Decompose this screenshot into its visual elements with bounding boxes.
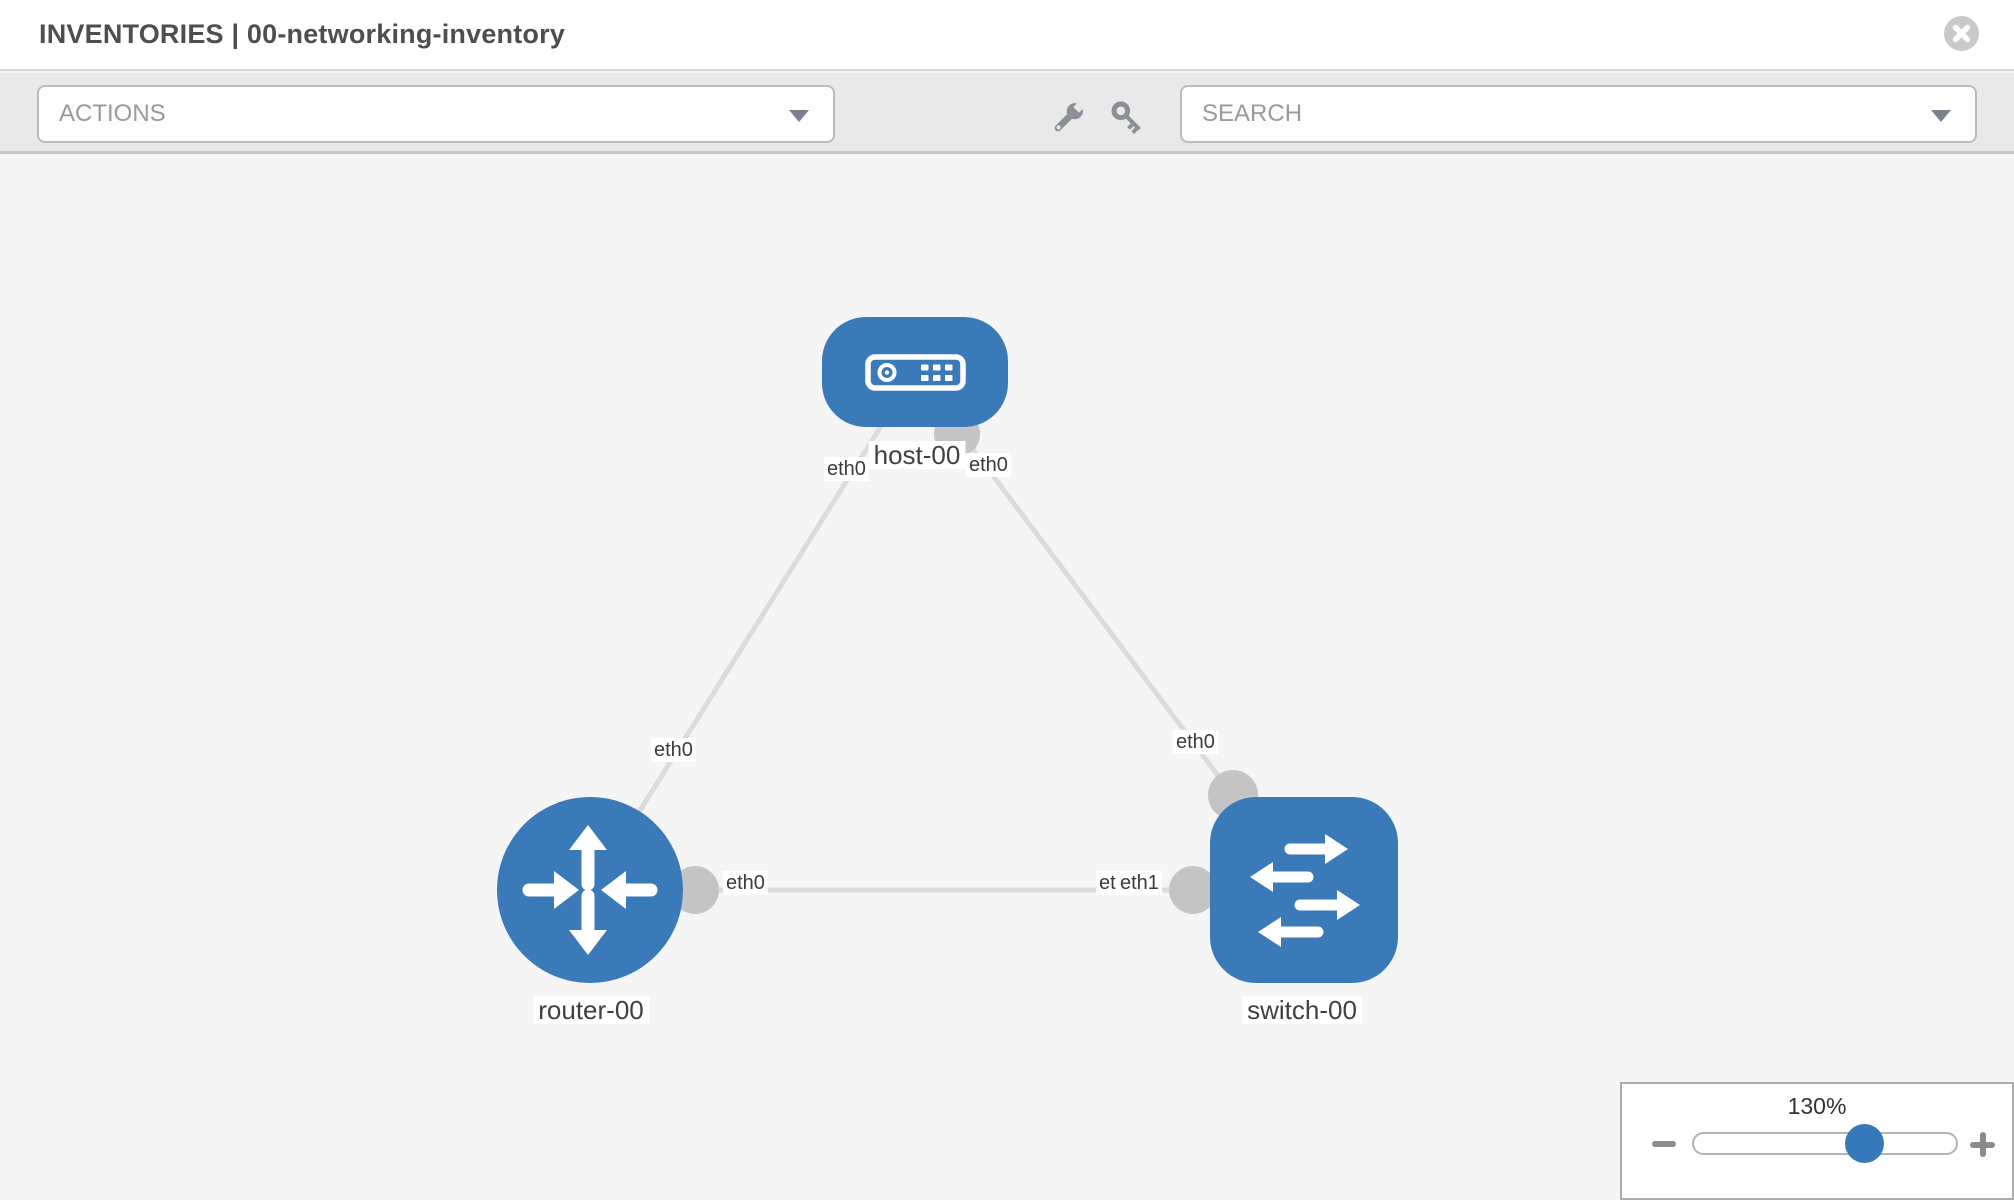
- key-icon[interactable]: [1107, 97, 1149, 139]
- zoom-slider-track[interactable]: [1692, 1132, 1958, 1155]
- page-title: INVENTORIES | 00-networking-inventory: [39, 19, 566, 49]
- zoom-in-button[interactable]: [1970, 1132, 1995, 1157]
- node-switch-00[interactable]: [1210, 797, 1398, 983]
- endpoint-dot: [1169, 866, 1217, 914]
- panel-header: INVENTORIES | 00-networking-inventory: [0, 0, 2014, 71]
- zoom-slider-handle[interactable]: [1845, 1124, 1884, 1163]
- link-endpoint-dots: [671, 411, 1258, 914]
- toolbar: ACTIONS SEARCH: [0, 73, 2014, 154]
- router-icon: [522, 825, 658, 955]
- zoom-control-panel: 130%: [1620, 1082, 2014, 1200]
- host-icon: [865, 354, 966, 391]
- node-label-switch: switch-00: [1242, 996, 1362, 1024]
- endpoint-dot: [671, 866, 719, 914]
- search-dropdown[interactable]: SEARCH: [1180, 85, 1977, 143]
- plus-icon: [1979, 1132, 1986, 1157]
- interface-label: eth0: [651, 738, 696, 762]
- interface-label: eth0: [723, 871, 768, 895]
- interface-label: eth1: [1117, 871, 1162, 895]
- chevron-down-icon: [1931, 110, 1951, 122]
- interface-label: eth0: [966, 453, 1011, 477]
- close-icon: [1952, 24, 1971, 43]
- node-router-00[interactable]: [497, 797, 683, 983]
- zoom-out-button[interactable]: [1652, 1141, 1676, 1147]
- node-host-00[interactable]: [822, 317, 1008, 427]
- close-button[interactable]: [1944, 16, 1979, 51]
- chevron-down-icon: [789, 110, 809, 122]
- actions-dropdown[interactable]: ACTIONS: [37, 85, 835, 143]
- node-label-host: host-00: [868, 441, 966, 469]
- topology-canvas[interactable]: [0, 154, 2014, 1200]
- wrench-icon[interactable]: [1047, 97, 1089, 139]
- switch-icon: [1250, 834, 1360, 947]
- interface-label: eth0: [1173, 730, 1218, 754]
- interface-label: eth0: [824, 457, 869, 481]
- search-dropdown-label: SEARCH: [1202, 100, 1303, 127]
- actions-dropdown-label: ACTIONS: [59, 100, 166, 127]
- node-label-router: router-00: [533, 996, 649, 1024]
- zoom-level-text: 130%: [1787, 1093, 1847, 1119]
